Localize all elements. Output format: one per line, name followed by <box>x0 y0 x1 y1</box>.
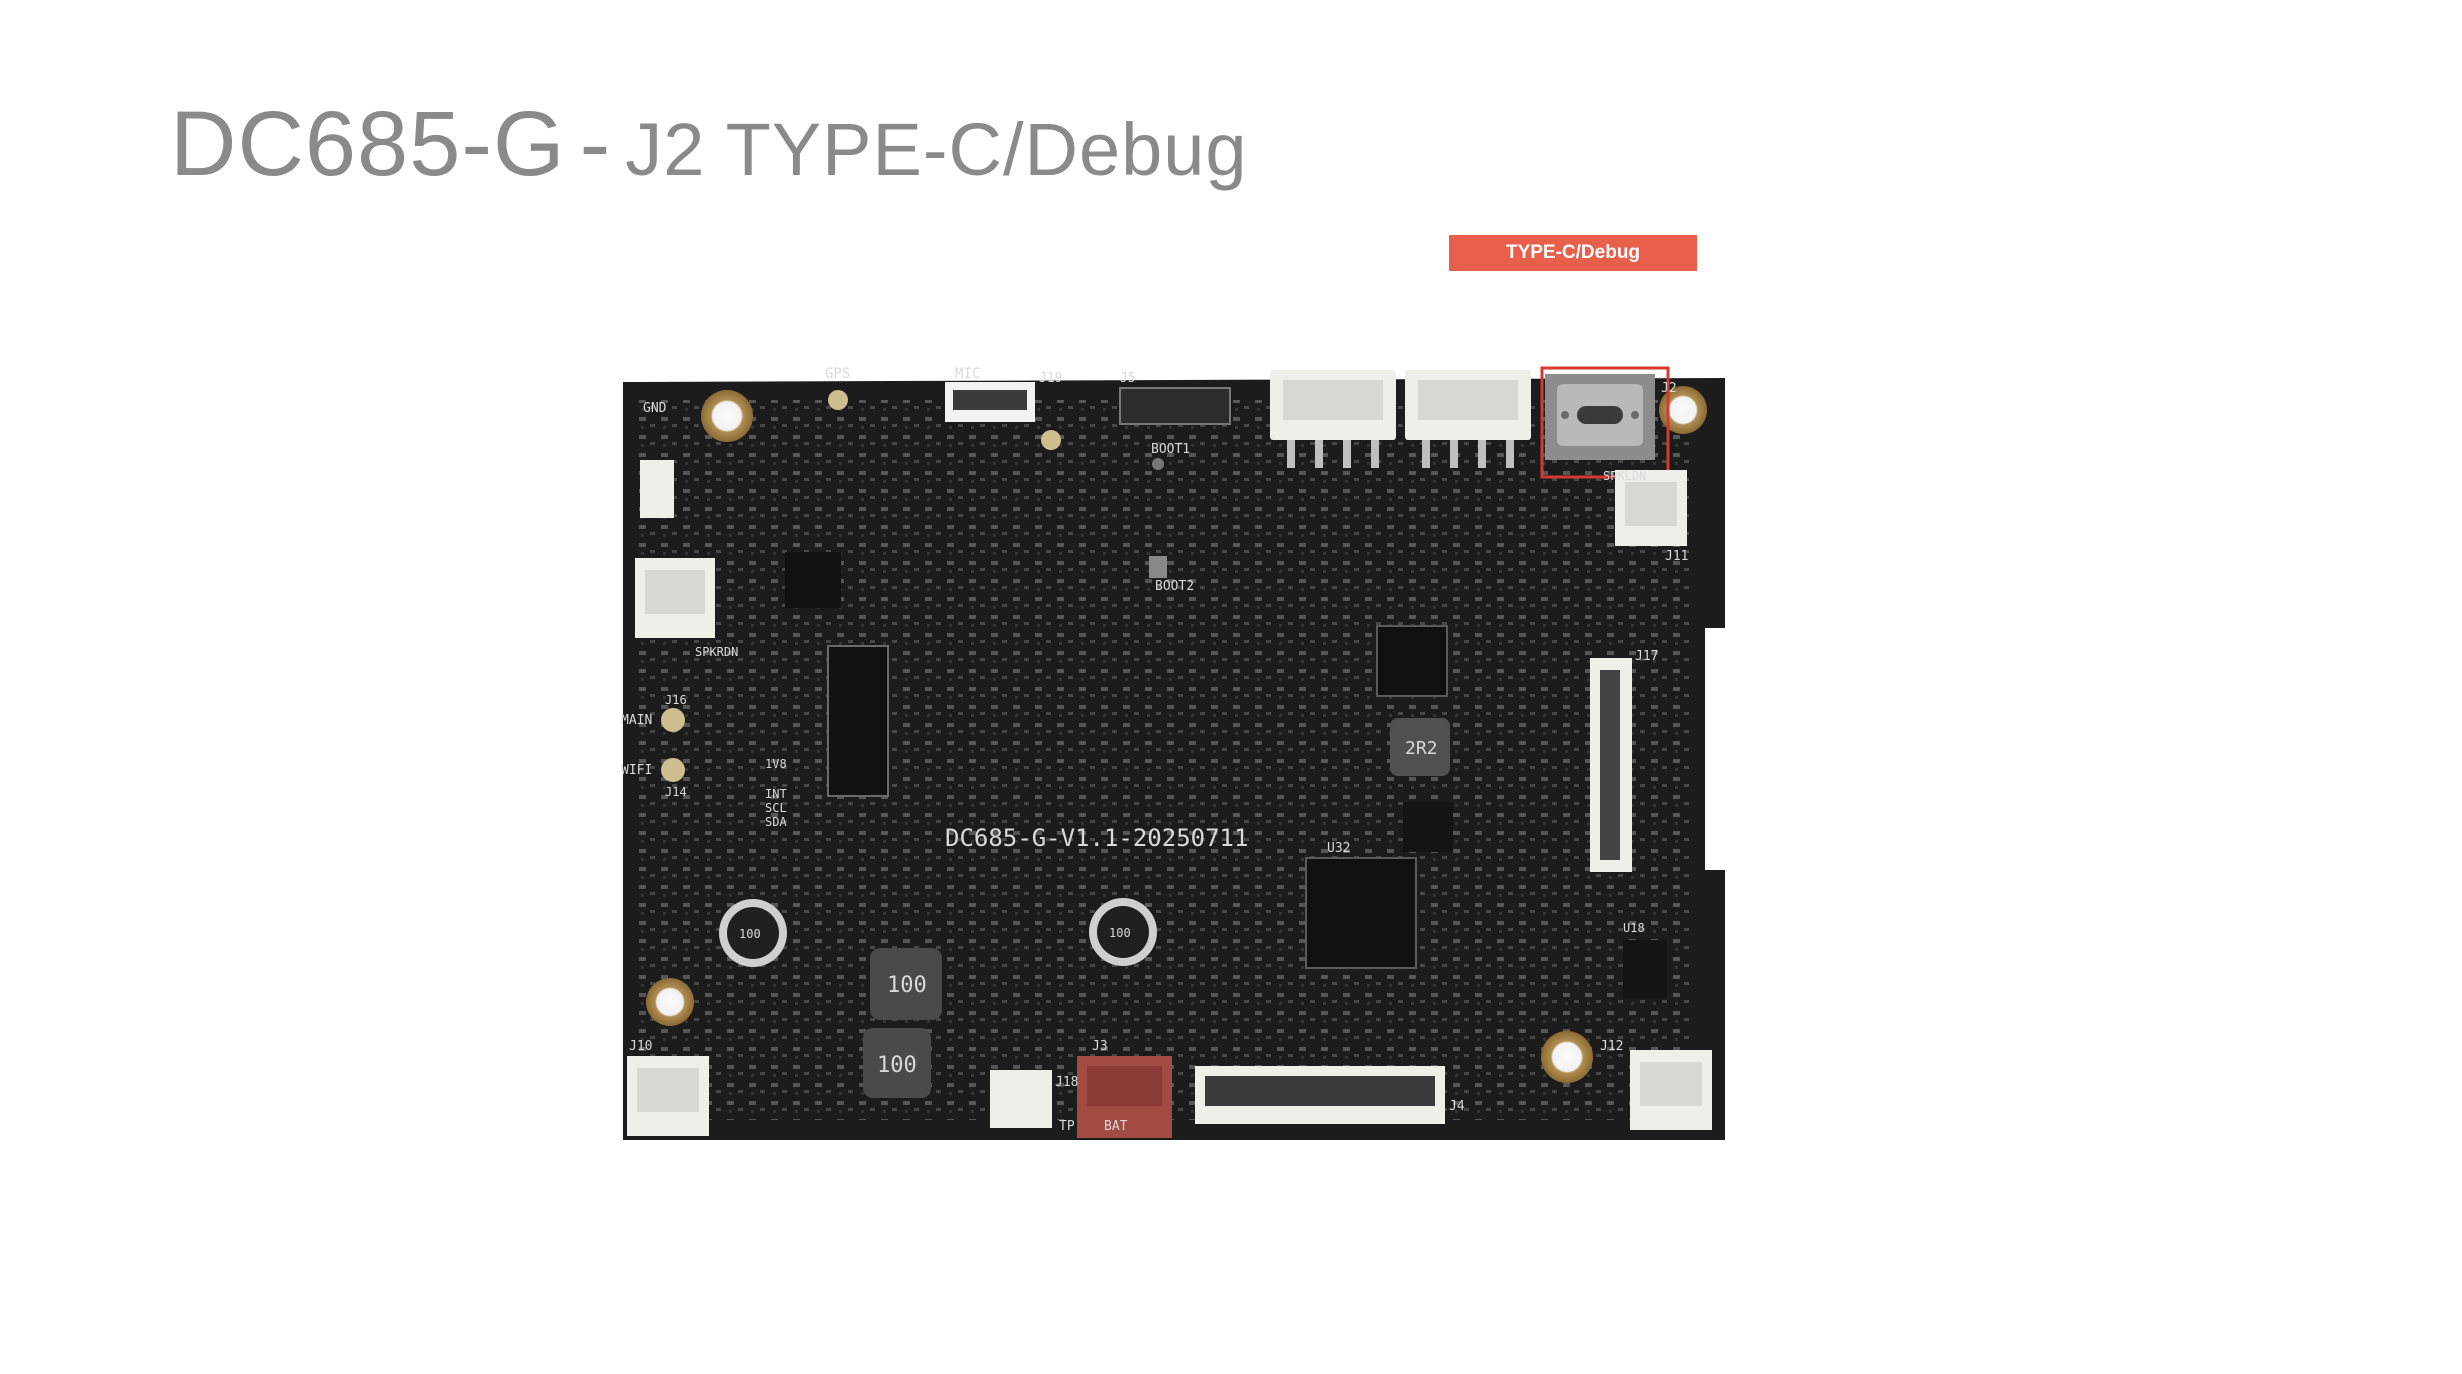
inductor-l3-value: 100 <box>887 973 927 998</box>
antenna-connector-main <box>661 708 685 732</box>
ic-u18 <box>1623 940 1667 998</box>
silk-j18: J18 <box>1055 1075 1078 1090</box>
inductor-l-value: 100 <box>877 1053 917 1078</box>
silk-wifi: WIFI <box>621 763 652 778</box>
pcb-illustration: DC685-G-V1.1-20250711 GPS MIC J19 J5 J2 … <box>621 366 1725 1140</box>
silk-u18: U18 <box>1623 921 1645 935</box>
title-sub: J2 TYPE-C/Debug <box>625 108 1248 191</box>
boot-test-point <box>1152 458 1164 470</box>
silk-j4: J4 <box>1449 1099 1465 1114</box>
mounting-hole <box>1541 1031 1593 1083</box>
antenna-connector-wifi <box>661 758 685 782</box>
capacitor-left-value: 100 <box>739 927 761 941</box>
silk-1v8: 1V8 <box>765 757 787 771</box>
usb-type-c-connector-j2 <box>1545 374 1655 460</box>
j2-highlight-box <box>1540 366 1670 479</box>
mounting-hole <box>1659 386 1707 434</box>
silk-j2: J2 <box>1661 381 1677 396</box>
fpc-connector-j5 <box>1119 387 1231 425</box>
silk-tp: TP <box>1059 1119 1075 1134</box>
slide-title: DC685-G-J2 TYPE-C/Debug <box>170 92 1248 197</box>
silk-j5: J5 <box>1120 371 1136 386</box>
title-main: DC685-G <box>170 93 566 195</box>
ic-u22 <box>1403 802 1453 852</box>
inductor-l3 <box>870 948 942 1020</box>
silk-j11: J11 <box>1665 549 1688 564</box>
silk-j10: J10 <box>629 1039 652 1054</box>
silk-bat: BAT <box>1104 1119 1128 1134</box>
ic-u15 <box>785 552 841 608</box>
connector-j13 <box>1270 370 1396 468</box>
silk-j19: J19 <box>1039 371 1062 386</box>
silk-boot1: BOOT1 <box>1151 442 1190 457</box>
silk-j14: J14 <box>665 785 687 799</box>
antenna-connector-div <box>1041 430 1061 450</box>
silkscreen-version: DC685-G-V1.1-20250711 <box>945 824 1248 852</box>
capacitor-right-value: 100 <box>1109 926 1131 940</box>
silk-u32: U32 <box>1327 841 1350 856</box>
type-c-callout-label: TYPE-C/Debug <box>1449 235 1697 271</box>
silk-mic: MIC <box>955 366 980 382</box>
silk-spkldn: SPKLDN <box>1603 469 1646 483</box>
title-separator: - <box>579 93 612 195</box>
silk-gnd: GND <box>643 401 667 416</box>
inductor-l <box>863 1028 931 1098</box>
inductor-l22 <box>1390 718 1450 776</box>
inductor-l22-value: 2R2 <box>1405 738 1438 759</box>
silk-j3: J3 <box>1092 1039 1108 1054</box>
boot-button <box>1149 556 1167 578</box>
silk-main: MAIN <box>621 713 652 728</box>
connector-left-top <box>640 460 674 518</box>
silk-j17: J17 <box>1635 649 1658 664</box>
ic-u33 <box>827 645 889 797</box>
antenna-connector-gps <box>828 390 848 410</box>
silk-spkrdn: SPKRDN <box>695 645 738 659</box>
silk-j12: J12 <box>1600 1039 1623 1054</box>
silk-gps: GPS <box>825 366 850 382</box>
silk-scl: SCL <box>765 801 787 815</box>
silk-j16: J16 <box>665 693 687 707</box>
connector-j6 <box>1405 370 1531 468</box>
ic-u23 <box>1376 625 1448 697</box>
silk-int: INT <box>765 787 787 801</box>
ic-u32 <box>1305 857 1417 969</box>
silk-boot2: BOOT2 <box>1155 579 1194 594</box>
pcb-board-image: DC685-G-V1.1-20250711 GPS MIC J19 J5 J2 … <box>615 360 1725 1140</box>
silk-sda: SDA <box>765 815 787 829</box>
connector-j18 <box>990 1070 1052 1128</box>
smd-component-field <box>635 400 1695 1120</box>
mounting-hole <box>646 978 694 1026</box>
mounting-hole <box>701 390 753 442</box>
